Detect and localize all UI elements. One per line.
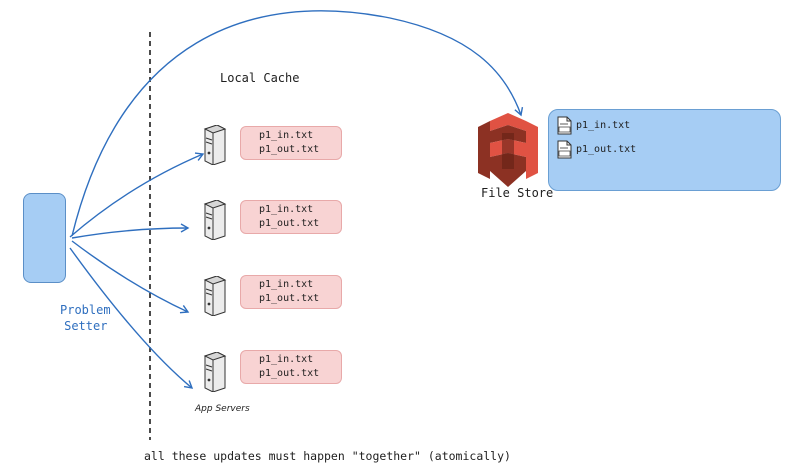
arrow-to-file-store (71, 10, 524, 237)
app-servers-label: App Servers (195, 404, 250, 414)
txt-file-icon (557, 140, 572, 159)
txt-file-icon (557, 116, 572, 135)
problem-setter-label-line-2: Setter (64, 319, 108, 333)
arrow-to-server-4 (69, 247, 194, 389)
server-icon (203, 200, 227, 240)
cache-file-out: p1_out.txt (259, 144, 320, 155)
store-file-row-1: p1_in.txt (557, 116, 630, 135)
problem-setter-label: Problem Setter (60, 302, 111, 334)
footnote: all these updates must happen "together"… (144, 449, 511, 463)
arrow-to-server-1 (69, 152, 205, 238)
cache-file-out: p1_out.txt (259, 218, 320, 229)
server-icon (203, 125, 227, 165)
problem-setter-box[interactable] (23, 193, 66, 283)
cache-file-in: p1_in.txt (259, 279, 314, 290)
cache-file-out: p1_out.txt (259, 293, 320, 304)
cache-file-out: p1_out.txt (259, 368, 320, 379)
cache-box-1: p1_in.txt p1_out.txt (240, 126, 342, 160)
cache-file-in: p1_in.txt (259, 354, 314, 365)
store-file-name: p1_out.txt (576, 144, 637, 155)
store-file-row-2: p1_out.txt (557, 140, 636, 159)
cache-box-4: p1_in.txt p1_out.txt (240, 350, 342, 384)
local-cache-label: Local Cache (220, 71, 300, 85)
arrow-to-server-2 (71, 223, 190, 239)
file-store-label: File Store (481, 186, 554, 200)
file-store-box: p1_in.txt p1_out.txt (548, 109, 781, 191)
cache-box-2: p1_in.txt p1_out.txt (240, 200, 342, 234)
server-icon (203, 276, 227, 316)
arrow-to-server-3 (71, 240, 190, 314)
cache-file-in: p1_in.txt (259, 130, 314, 141)
cache-box-3: p1_in.txt p1_out.txt (240, 275, 342, 309)
store-file-name: p1_in.txt (576, 120, 631, 131)
cache-file-in: p1_in.txt (259, 204, 314, 215)
server-icon (203, 352, 227, 392)
file-store-icon (478, 113, 538, 187)
problem-setter-label-line-1: Problem (60, 303, 111, 317)
